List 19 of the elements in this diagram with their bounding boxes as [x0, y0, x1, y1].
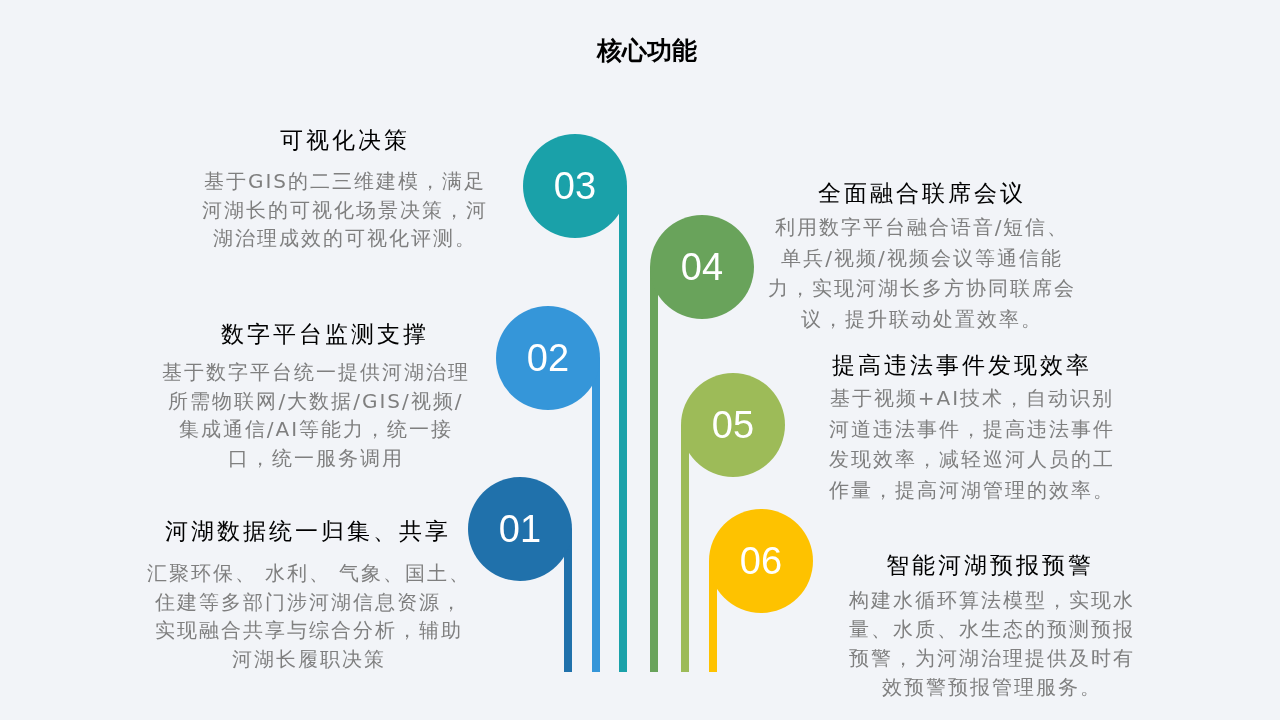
step-number: 05 — [711, 405, 755, 445]
step-number: 06 — [739, 541, 783, 581]
step-number: 01 — [498, 509, 542, 549]
feature-heading: 提高违法事件发现效率 — [830, 351, 1092, 380]
feature-description: 基于GIS的二三维建模，满足河湖长的可视化场景决策，河湖治理成效的可视化评测。 — [201, 168, 489, 252]
step-number: 03 — [553, 166, 597, 206]
feature-description: 利用数字平台融合语音/短信、单兵/视频/视频会议等通信能力，实现河湖长多方协同联席会议，提升联动处置效率。 — [767, 214, 1077, 333]
step-number: 02 — [526, 338, 570, 378]
feature-heading: 可视化决策 — [278, 126, 410, 155]
feature-description: 构建水循环算法模型，实现水量、水质、水生态的预测预报预警，为河湖治理提供及时有效预警预报管理服务。 — [848, 587, 1136, 701]
feature-heading: 河湖数据统一归集、共享 — [163, 517, 451, 546]
step-number: 04 — [680, 247, 724, 287]
feature-description: 基于数字平台统一提供河湖治理所需物联网/大数据/GIS/视频/集成通信/AI等能力，统一接口，统一服务调用 — [161, 359, 471, 472]
feature-heading: 全面融合联席会议 — [816, 179, 1026, 208]
feature-description: 汇聚环保、 水利、 气象、国土、住建等多部门涉河湖信息资源，实现融合共享与综合分析，辅助河湖长履职决策 — [146, 560, 472, 673]
page-title: 核心功能 — [597, 35, 697, 65]
feature-heading: 智能河湖预报预警 — [884, 551, 1094, 580]
feature-heading: 数字平台监测支撑 — [219, 320, 429, 349]
feature-description: 基于视频+AI技术，自动识别河道违法事件，提高违法事件发现效率，减轻巡河人员的工作量，提高河湖管理的效率。 — [828, 385, 1116, 505]
